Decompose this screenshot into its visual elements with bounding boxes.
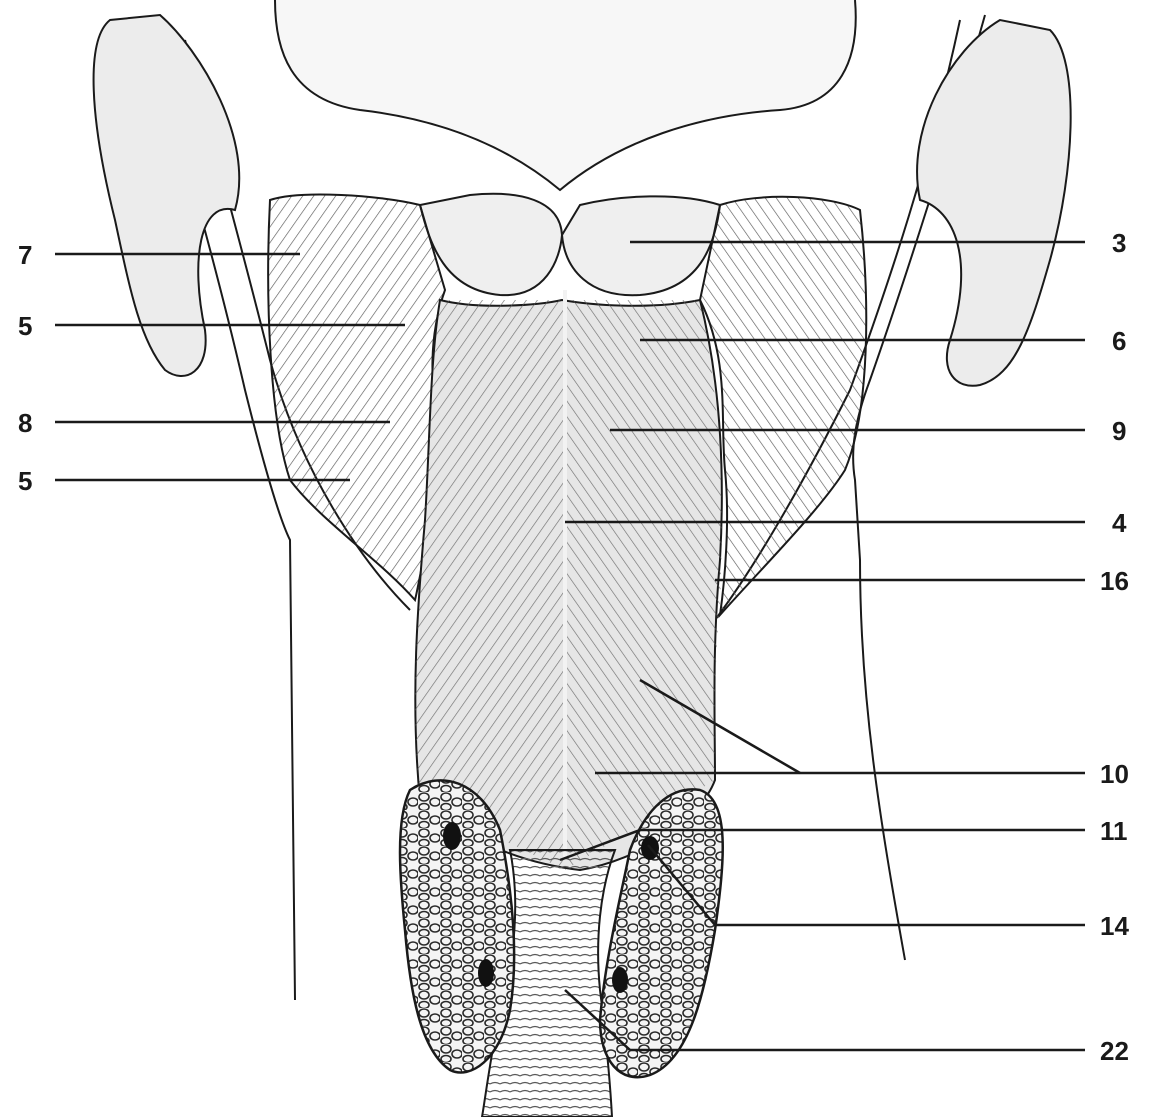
- label-16: 16: [1100, 566, 1129, 596]
- label-5-upper: 5: [18, 311, 32, 341]
- left-thyroid-lobe: [400, 780, 514, 1072]
- label-5-lower: 5: [18, 466, 32, 496]
- left-mandible-ramus: [94, 15, 240, 376]
- label-10: 10: [1100, 759, 1129, 789]
- pharynx-left-wall: [268, 195, 445, 600]
- label-9: 9: [1112, 416, 1126, 446]
- pharynx-right-wall: [700, 197, 866, 615]
- label-4: 4: [1112, 508, 1127, 538]
- label-11: 11: [1100, 816, 1128, 846]
- label-7: 7: [18, 240, 32, 270]
- palate-outline: [275, 0, 856, 190]
- right-mandible-ramus: [917, 20, 1071, 386]
- label-22: 22: [1100, 1036, 1129, 1066]
- label-6: 6: [1112, 326, 1126, 356]
- label-8: 8: [18, 408, 32, 438]
- left-labels: 7 5 8 5: [18, 240, 32, 496]
- right-labels: 3 6 9 4 16 10 11 14 22: [1100, 228, 1129, 1066]
- label-14: 14: [1100, 911, 1129, 941]
- upper-lobes: [420, 194, 720, 295]
- label-3: 3: [1112, 228, 1126, 258]
